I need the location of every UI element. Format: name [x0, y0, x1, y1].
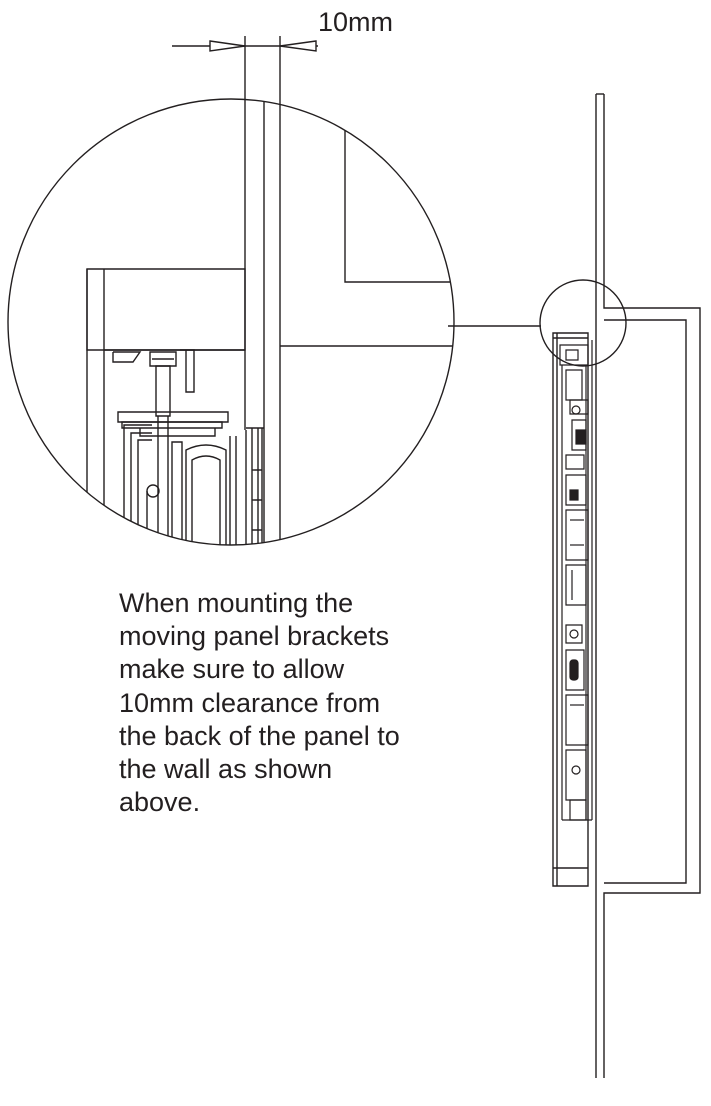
- detail-view: [8, 96, 460, 560]
- bracket-assembly: [560, 340, 592, 820]
- wall-recess: [604, 320, 686, 883]
- side-elevation: [540, 94, 700, 1078]
- instruction-line: above.: [119, 787, 201, 818]
- instruction-line: the back of the panel to: [119, 720, 400, 751]
- clearance-dimension-label: 10mm: [318, 7, 394, 37]
- instruction-text: When mounting the moving panel brackets …: [119, 587, 479, 819]
- clearance-dimension: [172, 36, 318, 262]
- instruction-line: the wall as shown: [119, 754, 333, 785]
- wall-inner: [604, 94, 700, 1078]
- instruction-line: make sure to allow: [119, 654, 345, 685]
- dimension-arrow-right: [280, 41, 316, 51]
- instruction-line: moving panel brackets: [119, 621, 390, 652]
- instruction-line: 10mm clearance from: [119, 687, 381, 718]
- detail-locator-circle: [540, 280, 626, 366]
- detail-circle: [8, 99, 454, 545]
- dimension-arrow-left: [210, 41, 245, 51]
- moving-panel: [553, 333, 588, 886]
- instruction-line: When mounting the: [119, 588, 354, 618]
